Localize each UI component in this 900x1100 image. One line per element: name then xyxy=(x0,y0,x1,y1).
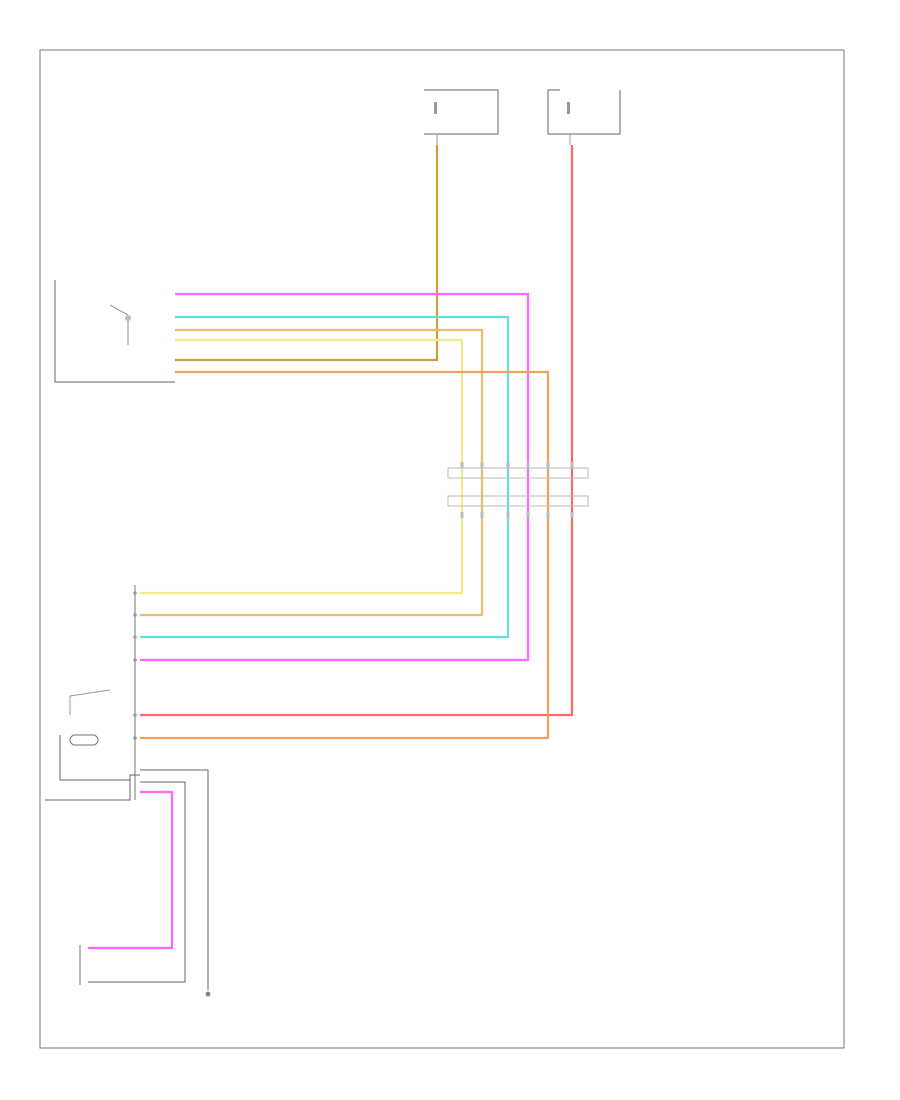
left-connector-block xyxy=(69,585,137,800)
relay-bracket xyxy=(59,735,130,781)
wire-pink-lower xyxy=(88,790,174,950)
fuse-block-right xyxy=(547,89,621,145)
ground-icon xyxy=(205,991,211,997)
inline-pin-bottom-1 xyxy=(460,512,464,518)
left-terminal-2 xyxy=(133,613,137,617)
inline-connector-bottom xyxy=(447,495,589,507)
inline-pin-top-5 xyxy=(546,462,550,468)
fuse-right-icon xyxy=(567,102,570,114)
wire-light-blue xyxy=(140,315,510,639)
wire-pink xyxy=(140,292,530,662)
wire-red-fuse-right xyxy=(140,145,574,717)
fuse-left-icon xyxy=(434,102,437,114)
sensor-return-lead xyxy=(88,781,186,983)
inline-pin-top-1 xyxy=(460,462,464,468)
relay xyxy=(59,734,130,781)
inline-pin-top-6 xyxy=(570,462,574,468)
inline-connector xyxy=(447,462,589,518)
inline-pin-bottom-2 xyxy=(480,512,484,518)
fuse-block-left xyxy=(424,89,499,145)
inline-pin-bottom-3 xyxy=(506,512,510,518)
inline-connector-top xyxy=(447,467,589,479)
left-terminal-5 xyxy=(133,713,137,717)
switch-module-outline xyxy=(54,280,175,383)
diagram-frame xyxy=(39,49,845,1049)
relay-coil-icon xyxy=(69,734,99,746)
fuse-left-bracket xyxy=(424,89,499,135)
control-module xyxy=(45,769,209,990)
wire-yellow xyxy=(140,338,464,595)
inline-pin-top-2 xyxy=(480,462,484,468)
inline-pin-bottom-6 xyxy=(570,512,574,518)
switch-contact xyxy=(109,304,129,316)
switch-module xyxy=(54,280,175,383)
switch-pivot-icon xyxy=(125,315,131,321)
fuse-right-bracket xyxy=(547,89,621,135)
ground-lead xyxy=(140,769,209,990)
wire-brown-fuse-left xyxy=(175,145,439,362)
left-terminal-1 xyxy=(133,591,137,595)
left-terminal-6 xyxy=(133,736,137,740)
inline-pin-top-4 xyxy=(526,462,530,468)
control-module-outline xyxy=(45,774,140,801)
wire-orange xyxy=(140,370,550,740)
wire-group xyxy=(88,145,574,950)
ground xyxy=(205,991,211,997)
inline-pin-bottom-4 xyxy=(526,512,530,518)
inline-pin-top-3 xyxy=(506,462,510,468)
left-terminal-3 xyxy=(133,635,137,639)
inline-pin-bottom-5 xyxy=(546,512,550,518)
wire-tan xyxy=(140,328,484,617)
brake-switch-contact xyxy=(69,689,111,697)
left-terminal-4 xyxy=(133,658,137,662)
